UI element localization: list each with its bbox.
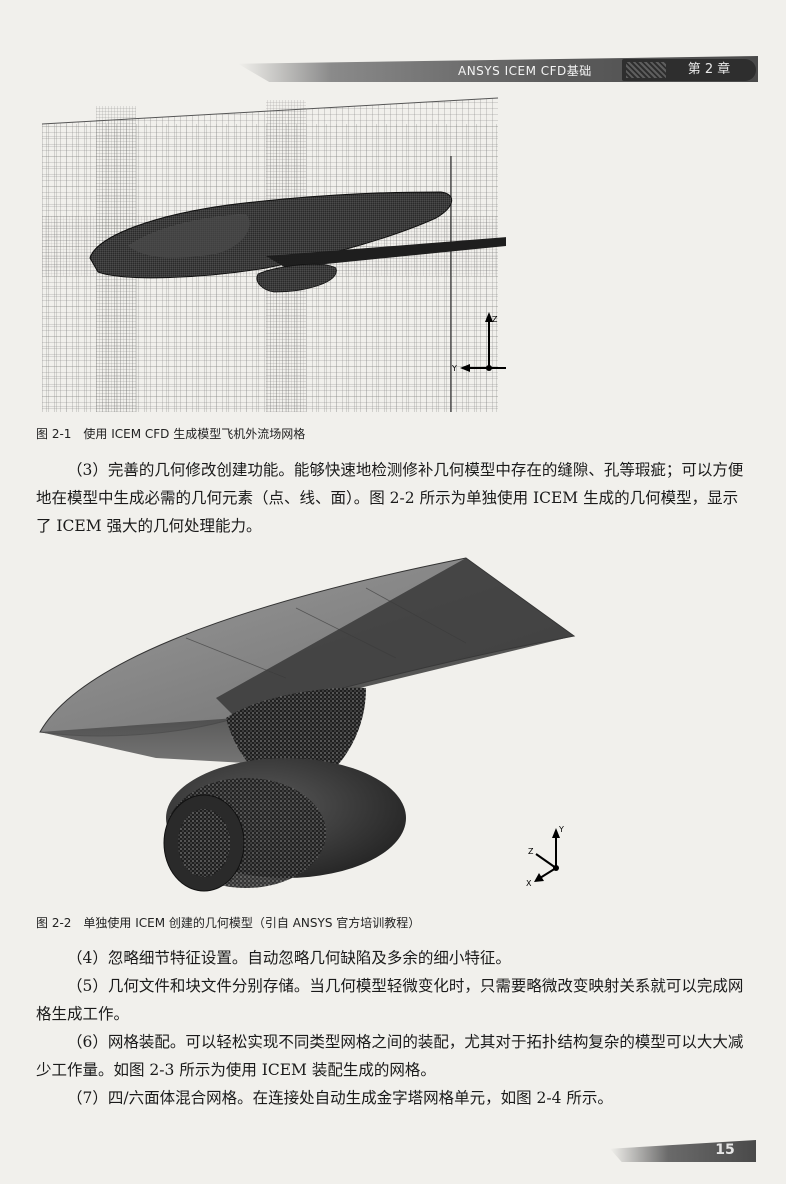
figure-aircraft-mesh: Z X Y bbox=[41, 97, 506, 412]
axis-triad: Z X Y bbox=[451, 312, 506, 373]
figure-2-caption-text: 单独使用 ICEM 创建的几何模型（引自 ANSYS 官方培训教程） bbox=[83, 916, 421, 930]
chapter-label: 第 2 章 bbox=[687, 62, 731, 77]
axis-label-z: Z bbox=[492, 315, 498, 324]
page-number: 15 bbox=[715, 1142, 735, 1158]
paragraph-7: （7）四/六面体混合网格。在连接处自动生成金字塔网格单元，如图 2-4 所示。 bbox=[67, 1089, 613, 1107]
axis-triad: Y X Z bbox=[526, 825, 564, 888]
chapter-tab-texture bbox=[626, 62, 666, 78]
axis-label-y: Y bbox=[451, 364, 457, 373]
paragraph-4: （4）忽略细节特征设置。自动忽略几何缺陷及多余的细小特征。 bbox=[67, 949, 511, 967]
figure-wing-engine-geometry: Y X Z bbox=[39, 557, 576, 892]
chapter-tab: 第 2 章 bbox=[622, 59, 756, 81]
axis-label-z: Z bbox=[528, 847, 534, 856]
figure-2-caption: 图 2-2 单独使用 ICEM 创建的几何模型（引自 ANSYS 官方培训教程） bbox=[36, 914, 420, 932]
paragraph-3: （3）完善的几何修改创建功能。能够快速地检测修补几何模型中存在的缝隙、孔等瑕疵；… bbox=[36, 461, 744, 535]
figure-1-caption: 图 2-1 使用 ICEM CFD 生成模型飞机外流场网格 bbox=[36, 425, 305, 443]
paragraph-6: （6）网格装配。可以轻松实现不同类型网格之间的装配，尤其对于拓扑结构复杂的模型可… bbox=[36, 1033, 744, 1079]
running-header-title: ANSYS ICEM CFD基础 bbox=[458, 64, 592, 78]
axis-label-x: X bbox=[526, 879, 532, 888]
paragraph-5: （5）几何文件和块文件分别存储。当几何模型轻微变化时，只需要略微改变映射关系就可… bbox=[36, 977, 744, 1023]
figure-1-caption-text: 使用 ICEM CFD 生成模型飞机外流场网格 bbox=[83, 427, 306, 441]
axis-label-y: Y bbox=[558, 825, 564, 834]
figure-1-number: 图 2-1 bbox=[36, 427, 72, 441]
figure-2-number: 图 2-2 bbox=[36, 916, 72, 930]
